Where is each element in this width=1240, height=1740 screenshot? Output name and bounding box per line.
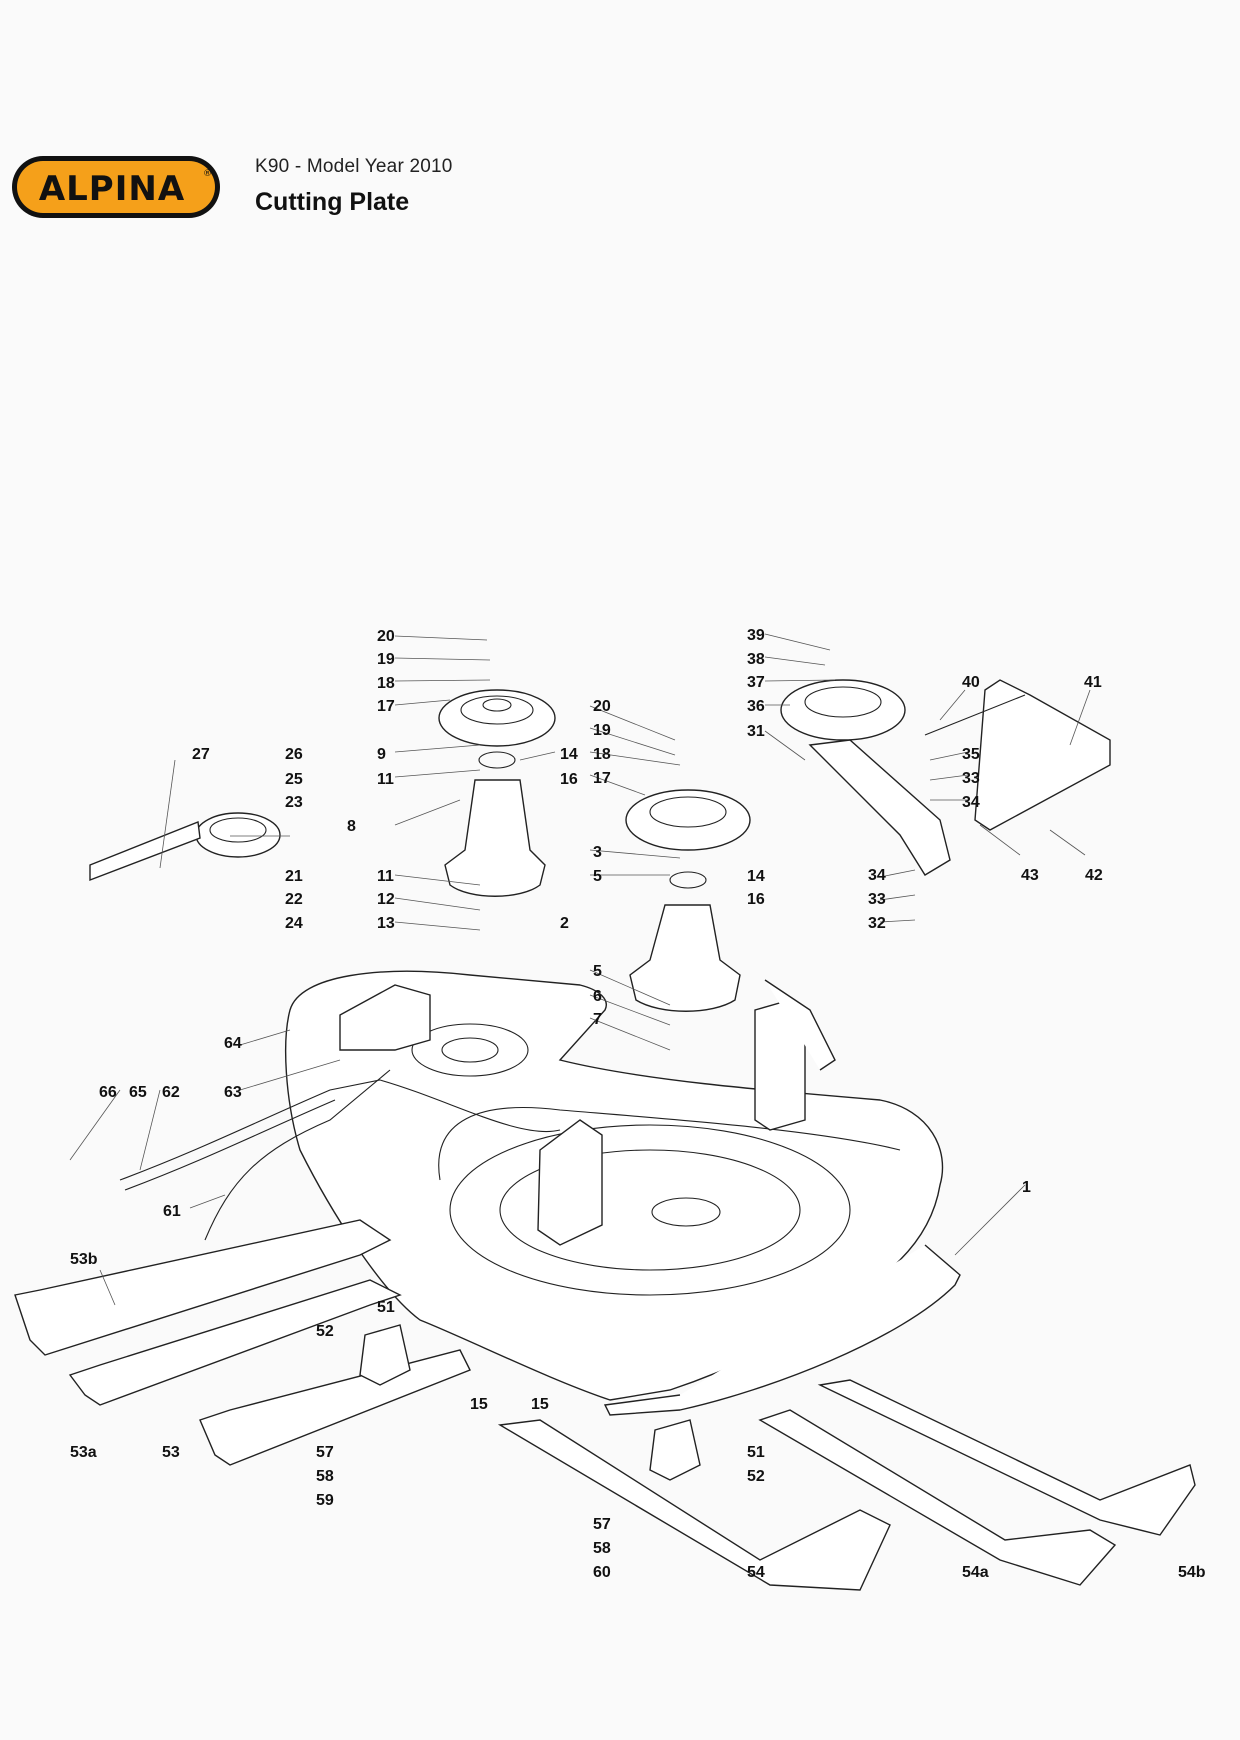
callout-label: 58 xyxy=(316,1468,334,1485)
callout-label: 34 xyxy=(962,794,980,811)
brand-wordmark: ALPINA xyxy=(39,169,185,209)
callout-label: 33 xyxy=(868,891,886,908)
callout-labels: 20 19 18 17 9 11 14 16 8 11 12 13 39 38 … xyxy=(70,627,1206,1581)
callout-label: 57 xyxy=(316,1444,334,1461)
callout-label: 32 xyxy=(868,915,886,932)
callout-label: 19 xyxy=(593,722,611,739)
callout-label: 34 xyxy=(868,867,886,884)
callout-label: 18 xyxy=(593,746,611,763)
callout-label: 63 xyxy=(224,1084,242,1101)
page-title: Cutting Plate xyxy=(255,188,410,216)
callout-label: 5 xyxy=(593,868,602,885)
callout-label: 14 xyxy=(560,746,578,763)
callout-label: 2 xyxy=(560,915,569,932)
callout-label: 14 xyxy=(747,868,765,885)
callout-label: 53 xyxy=(162,1444,180,1461)
callout-label: 20 xyxy=(593,698,611,715)
callout-label: 37 xyxy=(747,674,765,691)
callout-label: 61 xyxy=(163,1203,181,1220)
callout-label: 13 xyxy=(377,915,395,932)
callout-label: 39 xyxy=(747,627,765,644)
callout-label: 57 xyxy=(593,1516,611,1533)
callout-label: 35 xyxy=(962,746,980,763)
callout-label: 9 xyxy=(377,746,386,763)
callout-label: 16 xyxy=(560,771,578,788)
callout-label: 20 xyxy=(377,628,395,645)
callout-label: 8 xyxy=(347,818,356,835)
callout-label: 3 xyxy=(593,844,602,861)
callout-label: 27 xyxy=(192,746,210,763)
callout-label: 38 xyxy=(747,651,765,668)
callout-label: 53a xyxy=(70,1444,97,1461)
callout-label: 42 xyxy=(1085,867,1103,884)
callout-label: 7 xyxy=(593,1011,602,1028)
callout-label: 31 xyxy=(747,723,765,740)
callout-label: 64 xyxy=(224,1035,242,1052)
callout-label: 1 xyxy=(1022,1179,1031,1196)
callout-label: 53b xyxy=(70,1251,98,1268)
alpina-logo: ALPINA ® xyxy=(12,156,220,218)
callout-label: 26 xyxy=(285,746,303,763)
callout-label: 41 xyxy=(1084,674,1102,691)
callout-label: 22 xyxy=(285,891,303,908)
callout-label: 62 xyxy=(162,1084,180,1101)
callout-label: 54 xyxy=(747,1564,765,1581)
callout-label: 25 xyxy=(285,771,303,788)
callout-label: 51 xyxy=(747,1444,765,1461)
page-header: ALPINA ® K90 - Model Year 2010 Cutting P… xyxy=(0,0,1240,240)
callout-label: 65 xyxy=(129,1084,147,1101)
callout-label: 24 xyxy=(285,915,303,932)
callout-label: 12 xyxy=(377,891,395,908)
callout-label: 43 xyxy=(1021,867,1039,884)
callout-label: 23 xyxy=(285,794,303,811)
callout-label: 17 xyxy=(377,698,395,715)
callout-label: 60 xyxy=(593,1564,611,1581)
callout-label: 54b xyxy=(1178,1564,1206,1581)
model-line: K90 - Model Year 2010 xyxy=(255,156,453,177)
svg-text:®: ® xyxy=(203,169,212,179)
callout-label: 16 xyxy=(747,891,765,908)
callout-label: 15 xyxy=(531,1396,549,1413)
callout-label: 17 xyxy=(593,770,611,787)
callout-label: 5 xyxy=(593,963,602,980)
callout-label: 66 xyxy=(99,1084,117,1101)
callout-label: 15 xyxy=(470,1396,488,1413)
callout-label: 18 xyxy=(377,675,395,692)
callout-label: 54a xyxy=(962,1564,989,1581)
callout-label: 11 xyxy=(377,868,394,885)
callout-label: 11 xyxy=(377,771,394,788)
callout-label: 59 xyxy=(316,1492,334,1509)
callout-label: 52 xyxy=(747,1468,765,1485)
leader-lines xyxy=(69,633,1091,1306)
callout-label: 51 xyxy=(377,1299,395,1316)
callout-label: 40 xyxy=(962,674,980,691)
callout-label: 21 xyxy=(285,868,303,885)
callout-label: 58 xyxy=(593,1540,611,1557)
callout-label: 19 xyxy=(377,651,395,668)
parts-drawing xyxy=(14,679,1196,1591)
callout-label: 33 xyxy=(962,770,980,787)
callout-label: 52 xyxy=(316,1323,334,1340)
callout-label: 6 xyxy=(593,988,602,1005)
callout-label: 36 xyxy=(747,698,765,715)
